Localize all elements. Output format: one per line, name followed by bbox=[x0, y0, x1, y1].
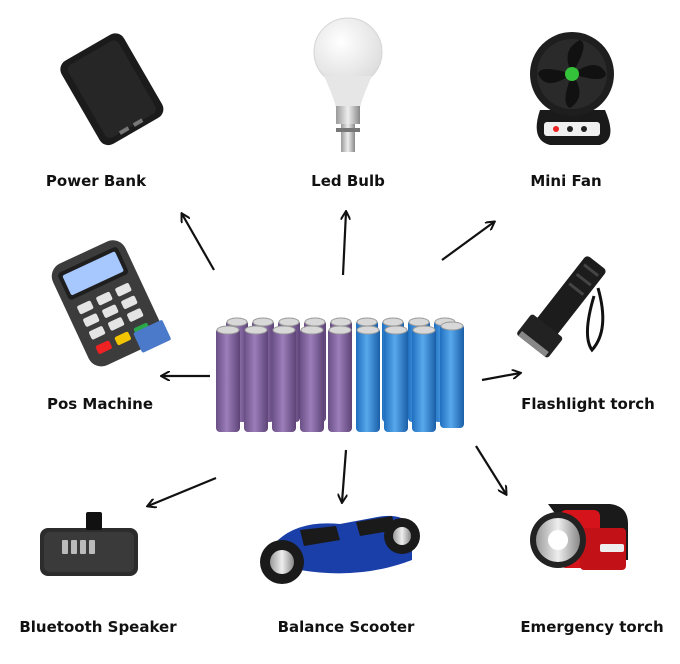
battery-cell bbox=[216, 325, 240, 432]
arrow-to-emergency-torch bbox=[475, 445, 506, 494]
arrow-to-balance-scooter bbox=[342, 449, 346, 502]
label-led-bulb: Led Bulb bbox=[311, 172, 385, 190]
label-power-bank: Power Bank bbox=[46, 172, 147, 190]
mini-fan-icon bbox=[530, 32, 614, 145]
bluetooth-speaker-icon bbox=[40, 512, 138, 576]
power-bank-icon bbox=[60, 33, 164, 146]
label-flashlight-torch: Flashlight torch bbox=[521, 395, 655, 413]
arrow-to-mini-fan bbox=[441, 222, 494, 261]
label-emergency-torch: Emergency torch bbox=[520, 618, 663, 636]
battery-pack-icon bbox=[216, 317, 464, 432]
arrow-to-flashlight bbox=[481, 373, 520, 382]
arrow-to-power-bank bbox=[182, 214, 215, 271]
arrow-to-led-bulb bbox=[343, 212, 346, 276]
battery-cell bbox=[412, 325, 436, 432]
balance-scooter-icon bbox=[260, 515, 420, 584]
label-mini-fan: Mini Fan bbox=[530, 172, 601, 190]
led-bulb-icon bbox=[313, 17, 383, 152]
battery-cell bbox=[244, 325, 268, 432]
label-bluetooth-speaker: Bluetooth Speaker bbox=[19, 618, 177, 636]
battery-cell bbox=[384, 325, 408, 432]
label-balance-scooter: Balance Scooter bbox=[278, 618, 415, 636]
label-pos-machine: Pos Machine bbox=[47, 395, 153, 413]
flashlight-icon bbox=[517, 256, 606, 358]
arrows bbox=[148, 212, 520, 506]
battery-cell bbox=[328, 325, 352, 432]
battery-cell bbox=[272, 325, 296, 432]
battery-cell bbox=[440, 321, 464, 428]
arrow-to-bluetooth-speaker bbox=[148, 476, 217, 506]
emergency-torch-icon bbox=[530, 504, 628, 570]
battery-cell bbox=[356, 325, 380, 432]
battery-cell bbox=[300, 325, 324, 432]
pos-machine-icon bbox=[51, 240, 171, 367]
